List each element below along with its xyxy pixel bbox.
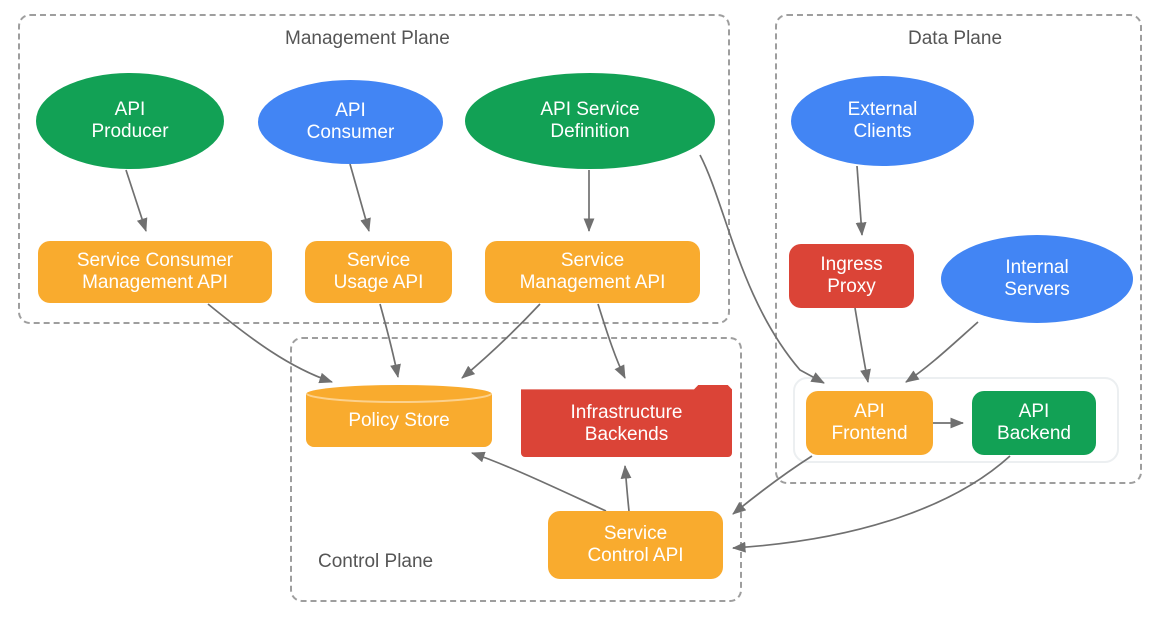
group-label-management-plane: Management Plane [285, 28, 450, 49]
node-label: Policy Store [348, 409, 450, 431]
node-policy-store[interactable]: Policy Store [306, 385, 492, 447]
group-label-data-plane: Data Plane [908, 28, 1003, 49]
folder-shape [521, 385, 732, 457]
group-label-control-plane: Control Plane [318, 551, 434, 572]
cylinder-top [306, 385, 492, 403]
